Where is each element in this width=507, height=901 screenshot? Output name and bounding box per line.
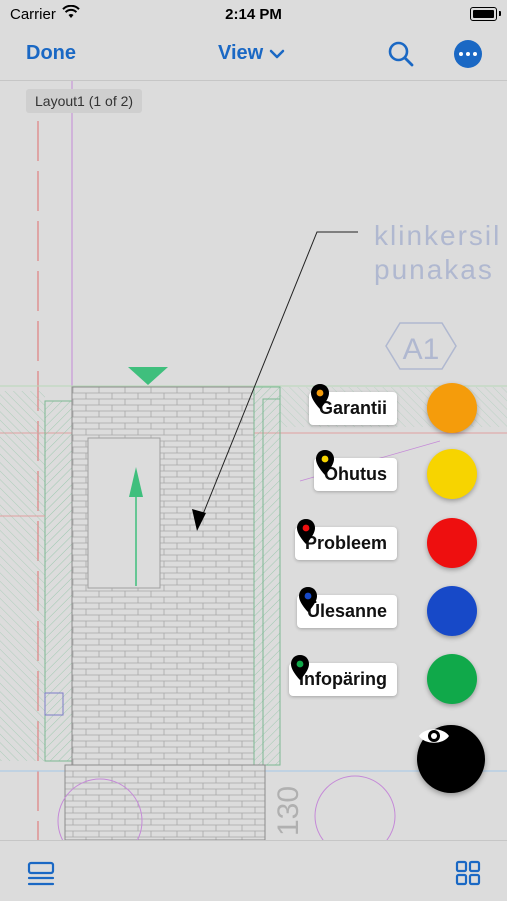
battery-icon [470,7,497,21]
fab-label-ohutus[interactable]: Ohutus [314,457,397,491]
chevron-down-icon [269,49,285,58]
bottom-toolbar [0,840,507,901]
fab-item-infoparing[interactable]: Infopäring [289,654,477,704]
dimension-label: 130 [272,786,305,836]
grid-view-icon[interactable] [455,860,481,886]
fab-label-garantii[interactable]: Garantii [308,391,397,425]
ohutus-pin-button[interactable] [316,449,477,499]
fab-item-probleem[interactable]: Probleem [294,518,477,568]
battery-tip [499,11,501,16]
garantii-pin-button[interactable] [310,383,477,433]
status-time: 2:14 PM [225,6,282,23]
more-dot [466,52,470,56]
map-pin-icon [291,655,309,680]
annotation-line-1: klinkersil [374,220,501,251]
more-dot [473,52,477,56]
probleem-pin-button[interactable] [296,518,477,568]
drawing-canvas[interactable]: A1 klinkersil punakas 130 Layout1 (1 of … [0,81,507,840]
hex-label: A1 [403,333,440,366]
more-options-button[interactable] [454,40,482,68]
annotation-line-2: punakas [374,254,494,285]
map-pin-icon [298,587,317,612]
more-dot [459,52,463,56]
eye-icon [419,729,449,743]
fab-item-ohutus[interactable]: Ohutus [314,449,477,499]
view-label: View [218,42,264,64]
view-menu-button[interactable]: View [218,42,285,65]
fab-label-infoparing[interactable]: Infopäring [289,662,397,696]
status-bar: Carrier 2:14 PM [0,0,507,30]
carrier-label: Carrier [10,6,56,23]
done-button[interactable]: Done [26,42,76,64]
visibility-toggle-button[interactable] [417,725,485,793]
layout-badge: Layout1 (1 of 2) [26,89,143,113]
nav-bar: Done View [0,30,507,81]
search-icon[interactable] [387,40,415,68]
wifi-icon [62,5,80,18]
infoparing-pin-button[interactable] [291,654,477,704]
map-pin-icon [310,384,329,409]
fab-item-garantii[interactable]: Garantii [308,383,477,433]
map-pin-icon [316,450,334,475]
layers-list-icon[interactable] [27,860,55,888]
fab-item-ulesanne[interactable]: Ülesanne [296,586,477,636]
ulesanne-pin-button[interactable] [298,586,477,636]
map-pin-icon [296,519,315,544]
